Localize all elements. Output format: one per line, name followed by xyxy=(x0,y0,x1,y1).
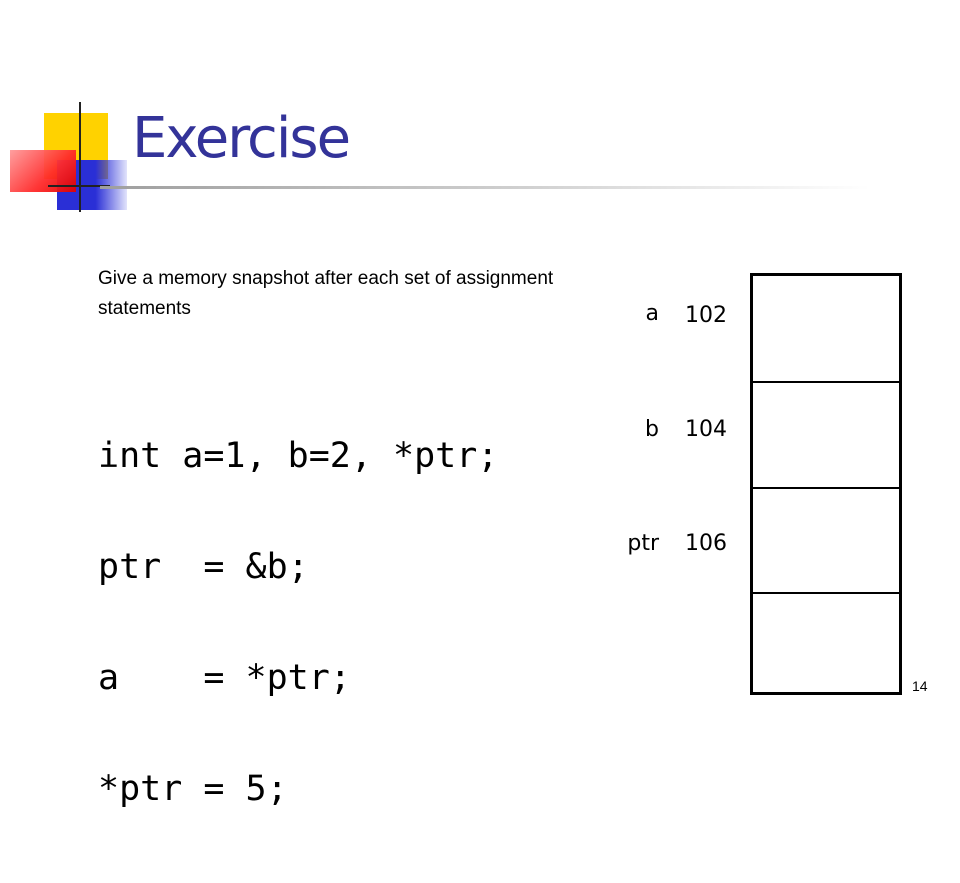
code-line: *ptr = 5; xyxy=(98,769,288,809)
slide-title: Exercise xyxy=(132,106,351,171)
slide: Exercise Give a memory snapshot after ea… xyxy=(10,102,928,808)
memory-cell-a xyxy=(753,276,899,381)
code-block: int a=1, b=2, *ptr; ptr = &b; a = *ptr; … xyxy=(98,364,498,882)
code-line: int a=1, b=2, *ptr; xyxy=(98,436,499,476)
memory-cell-divider xyxy=(753,592,899,594)
page-number: 14 xyxy=(912,678,928,694)
memory-variable-name: a xyxy=(645,301,659,326)
instruction-text: Give a memory snapshot after each set of… xyxy=(98,268,554,319)
code-line: ptr = &b; xyxy=(98,547,309,587)
title-underline xyxy=(100,186,870,189)
memory-address: 106 xyxy=(685,531,727,556)
memory-cell-ptr xyxy=(753,489,899,592)
memory-address: 102 xyxy=(685,303,727,328)
memory-cell-b xyxy=(753,383,899,487)
title-decoration-vertical-line xyxy=(79,102,81,212)
memory-snapshot-box xyxy=(750,273,902,695)
code-line: a = *ptr; xyxy=(98,658,351,698)
memory-cell-divider xyxy=(753,487,899,489)
memory-address: 104 xyxy=(685,417,727,442)
memory-cell-empty xyxy=(753,594,899,692)
memory-cell-divider xyxy=(753,381,899,383)
memory-variable-name: b xyxy=(645,417,659,442)
memory-variable-name: ptr xyxy=(627,531,659,556)
title-decoration-horizontal-line xyxy=(48,185,110,187)
